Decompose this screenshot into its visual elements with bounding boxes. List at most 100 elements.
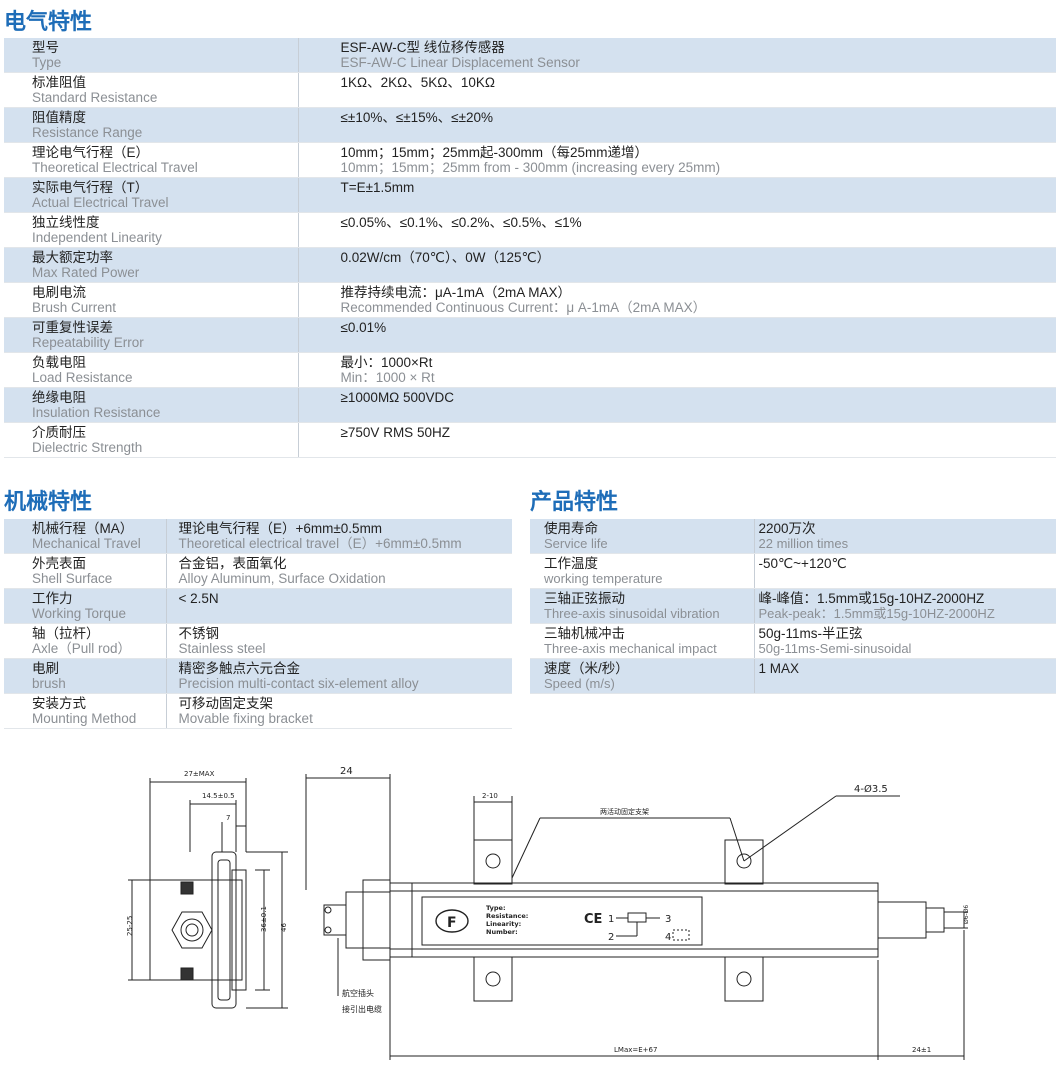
spec-value-secondary: 22 million times	[758, 536, 849, 551]
spec-value-primary: 2200万次	[758, 521, 816, 536]
spec-key-en: Three-axis sinusoidal vibration	[544, 606, 720, 621]
spec-key: 实际电气行程（T）Actual Electrical Travel	[4, 177, 299, 213]
spec-key-en: Actual Electrical Travel	[32, 195, 169, 210]
spec-key-en: Speed (m/s)	[544, 676, 615, 691]
spec-key-en: Shell Surface	[32, 571, 113, 586]
wiring-symbol	[616, 912, 690, 941]
spec-value: 10mm；15mm；25mm起-300mm（每25mm递增）10mm；15mm；…	[298, 142, 1056, 178]
spec-key-en: Load Resistance	[32, 370, 133, 385]
nameplate-type-label: Type:	[486, 904, 506, 912]
spec-key-zh: 三轴正弦振动	[544, 591, 625, 606]
spec-key-en: Resistance Range	[32, 125, 143, 140]
bracket-note: 两活动固定支架	[600, 807, 649, 816]
spec-value-primary: 峰-峰值：1.5mm或15g-10HZ-2000HZ	[758, 591, 985, 606]
spec-key-en: Standard Resistance	[32, 90, 158, 105]
spec-value-secondary: Peak-peak：1.5mm或15g-10HZ-2000HZ	[758, 606, 995, 621]
dim-lmax: LMax=E+67	[614, 1046, 657, 1054]
pin-4: 4	[665, 932, 671, 943]
ce-mark: CE	[584, 912, 602, 927]
plug-note-2: 接引出电缆	[342, 1004, 382, 1014]
spec-key-zh: 独立线性度	[32, 215, 100, 230]
spec-value-secondary: Precision multi-contact six-element allo…	[178, 676, 419, 691]
nameplate	[421, 896, 703, 946]
nameplate-number-label: Number:	[486, 928, 518, 936]
spec-value-primary: 理论电气行程（E）+6mm±0.5mm	[178, 521, 383, 536]
spec-value: ≤0.01%	[298, 317, 1056, 353]
electrical-row: 实际电气行程（T）Actual Electrical Travel T=E±1.5…	[4, 177, 1056, 213]
dim-7: 7	[226, 814, 230, 822]
spec-key-en: brush	[32, 676, 66, 691]
spec-value-secondary: 10mm；15mm；25mm from - 300mm (increasing …	[340, 160, 721, 175]
spec-value-primary: T=E±1.5mm	[340, 180, 415, 195]
spec-value: T=E±1.5mm	[298, 177, 1056, 213]
dim-36: 36±0.1	[260, 906, 268, 932]
spec-key-en: Theoretical Electrical Travel	[32, 160, 198, 175]
spec-value-primary: 精密多触点六元合金	[178, 661, 301, 676]
hole-note: 4-Ø3.5	[854, 783, 888, 795]
spec-key-zh: 可重复性误差	[32, 320, 113, 335]
spec-key-en: Type	[32, 55, 62, 70]
spec-key-zh: 实际电气行程（T）	[32, 180, 149, 195]
spec-key-en: Repeatability Error	[32, 335, 144, 350]
spec-key-zh: 理论电气行程（E）	[32, 145, 150, 160]
plug-note-1: 航空插头	[342, 988, 374, 998]
pin-2: 2	[608, 932, 614, 943]
spec-value-primary: -50℃~+120℃	[758, 556, 847, 571]
product-row: 速度（米/秒）Speed (m/s) 1 MAX	[530, 658, 1056, 694]
spec-key-en: Brush Current	[32, 300, 117, 315]
side-view-bore	[180, 918, 204, 942]
spec-key-zh: 三轴机械冲击	[544, 626, 625, 641]
spec-value-primary: 不锈钢	[178, 626, 220, 641]
spec-value-primary: ≤0.05%、≤0.1%、≤0.2%、≤0.5%、≤1%	[340, 215, 582, 230]
spec-key: 轴（拉杆）Axle（Pull rod）	[4, 623, 167, 659]
spec-value-primary: 10mm；15mm；25mm起-300mm（每25mm递增）	[340, 145, 649, 160]
spec-key-en: Mounting Method	[32, 711, 137, 726]
spec-key-zh: 阻值精度	[32, 110, 86, 125]
spec-value-secondary: Min：1000 × Rt	[340, 370, 435, 385]
spec-value-secondary: 50g-11ms-Semi-sinusoidal	[758, 641, 912, 656]
spec-value-primary: ≤±10%、≤±15%、≤±20%	[340, 110, 494, 125]
spec-value-primary: 1KΩ、2KΩ、5KΩ、10KΩ	[340, 75, 495, 90]
dim-24: 24	[340, 766, 353, 777]
dim-2-10: 2-10	[482, 792, 498, 800]
spec-key-zh: 外壳表面	[32, 556, 86, 571]
spec-value: 1 MAX	[754, 658, 1056, 694]
spec-key-en: Three-axis mechanical impact	[544, 641, 717, 656]
spec-key-zh: 安装方式	[32, 696, 86, 711]
dim-25: 25-25	[126, 916, 134, 936]
pin-1: 1	[608, 914, 614, 925]
spec-key-zh: 速度（米/秒）	[544, 661, 629, 676]
spec-key-en: working temperature	[544, 571, 663, 586]
spec-value: ≥1000MΩ 500VDC	[298, 387, 1056, 423]
spec-key-zh: 使用寿命	[544, 521, 598, 536]
